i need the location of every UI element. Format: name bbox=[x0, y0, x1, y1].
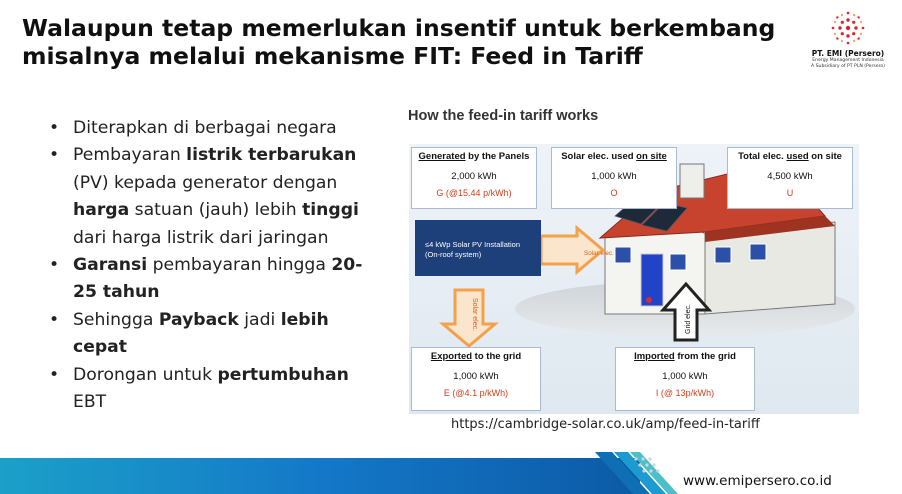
solar-down-label: Solar elec. bbox=[471, 298, 478, 331]
solar-used-rate: O bbox=[610, 188, 618, 198]
bullet-item: Sehingga Payback jadi lebih cepat bbox=[46, 307, 381, 362]
total-used-card: Total elec. used on site 4,500 kWh U bbox=[727, 147, 853, 209]
footer-dots-icon bbox=[634, 457, 660, 473]
exported-card: Exported to the grid 1,000 kWh E (@4.1 p… bbox=[411, 347, 541, 411]
solar-right-label: Solar elec. bbox=[584, 250, 614, 257]
imported-kwh: 1,000 kWh bbox=[662, 371, 708, 382]
generated-card: Generated by the Panels 2,000 kWh G (@15… bbox=[411, 147, 537, 209]
bullet-text: dari harga listrik dari jaringan bbox=[73, 227, 329, 248]
source-url: https://cambridge-solar.co.uk/amp/feed-i… bbox=[451, 417, 760, 432]
logo-subtitle-2: A Subsidiary of PT PLN (Persero) bbox=[811, 64, 885, 69]
bullet-item: Garansi pembayaran hingga 20-25 tahun bbox=[46, 252, 381, 307]
emi-sun-logo-icon bbox=[831, 11, 865, 45]
diagram-title: How the feed-in tariff works bbox=[408, 108, 599, 124]
bullet-text: (PV) kepada generator dengan bbox=[73, 172, 338, 193]
generated-kwh: 2,000 kWh bbox=[451, 171, 497, 182]
imported-heading-u: Imported bbox=[634, 351, 675, 362]
bullet-text: Pembayaran bbox=[73, 145, 187, 166]
logo-subtitle-1: Energy Management Indonesia bbox=[812, 58, 884, 63]
website-link[interactable]: www.emipersero.co.id bbox=[683, 473, 832, 489]
meter-light-icon bbox=[646, 297, 652, 303]
exported-rate: E (@4.1 p/kWh) bbox=[443, 388, 509, 398]
bullet-bold-text: harga bbox=[73, 200, 130, 221]
generated-heading: by the Panels bbox=[465, 151, 530, 162]
solar-used-heading: Solar elec. used bbox=[561, 151, 637, 162]
bullet-text: Dorongan untuk bbox=[73, 364, 218, 385]
imported-card: Imported from the grid 1,000 kWh I (@ 13… bbox=[615, 347, 755, 411]
arrow-down-icon bbox=[438, 288, 500, 348]
bullet-bold-text: tinggi bbox=[302, 200, 359, 221]
title-line-1: Walaupun tetap memerlukan insentif untuk… bbox=[22, 14, 776, 42]
bullet-bold-text: 20-25 tahun bbox=[73, 255, 363, 303]
bullet-item: Dorongan untuk pertumbuhan EBT bbox=[46, 362, 381, 417]
bullet-bold-text: Garansi bbox=[73, 255, 148, 276]
install-line-1: ≤4 kWp Solar PV Installation bbox=[425, 240, 520, 249]
total-used-kwh: 4,500 kWh bbox=[767, 171, 813, 182]
bullet-text: jadi bbox=[238, 309, 281, 330]
arrow-right-icon bbox=[539, 224, 606, 276]
bullet-list: Diterapkan di berbagai negaraPembayaran … bbox=[46, 115, 381, 416]
logo-company-name: PT. EMI (Persero) bbox=[811, 49, 885, 58]
total-used-heading-u: used bbox=[786, 151, 809, 162]
grid-up-label: Grid elec. bbox=[685, 304, 692, 334]
bullet-text: pembayaran hingga bbox=[147, 255, 332, 276]
pv-installation-box: ≤4 kWp Solar PV Installation (On-roof sy… bbox=[415, 220, 541, 276]
arrow-up-icon bbox=[659, 281, 713, 342]
imported-rate: I (@ 13p/kWh) bbox=[655, 388, 715, 398]
bullet-bold-text: pertumbuhan bbox=[217, 364, 349, 385]
generated-heading-u: Generated bbox=[418, 151, 466, 162]
imported-heading: from the grid bbox=[674, 351, 736, 362]
exported-heading-u: Exported bbox=[430, 351, 473, 362]
bullet-item: Pembayaran listrik terbarukan (PV) kepad… bbox=[46, 142, 381, 252]
bullet-bold-text: Payback bbox=[158, 309, 239, 330]
bullet-item: Diterapkan di berbagai negara bbox=[46, 115, 381, 143]
emi-logo: PT. EMI (Persero) Energy Management Indo… bbox=[800, 8, 896, 70]
exported-heading: to the grid bbox=[472, 351, 522, 362]
bullet-bold-text: lebih cepat bbox=[73, 309, 329, 358]
bullet-bold-text: listrik terbarukan bbox=[186, 145, 357, 166]
bullet-text: Diterapkan di berbagai negara bbox=[73, 118, 337, 138]
total-used-heading-a: Total elec. bbox=[738, 151, 787, 162]
exported-kwh: 1,000 kWh bbox=[453, 371, 499, 382]
solar-used-kwh: 1,000 kWh bbox=[591, 171, 637, 182]
total-used-rate: U bbox=[786, 188, 794, 198]
bullet-text: satuan (jauh) lebih bbox=[129, 200, 303, 221]
generated-rate: G (@15.44 p/kWh) bbox=[436, 188, 512, 198]
footer-band bbox=[0, 452, 678, 494]
slide-title: Walaupun tetap memerlukan insentif untuk… bbox=[22, 14, 782, 70]
bullet-text: EBT bbox=[73, 392, 107, 413]
total-used-heading-b: on site bbox=[808, 151, 842, 162]
solar-used-heading-u: on site bbox=[636, 151, 667, 162]
feed-in-tariff-diagram: How the feed-in tariff works bbox=[405, 104, 865, 416]
install-line-2: (On-roof system) bbox=[425, 250, 482, 259]
solar-used-card: Solar elec. used on site 1,000 kWh O bbox=[551, 147, 677, 209]
bullet-text: Sehingga bbox=[73, 309, 159, 330]
title-line-2: misalnya melalui mekanisme FIT: Feed in … bbox=[22, 42, 643, 70]
